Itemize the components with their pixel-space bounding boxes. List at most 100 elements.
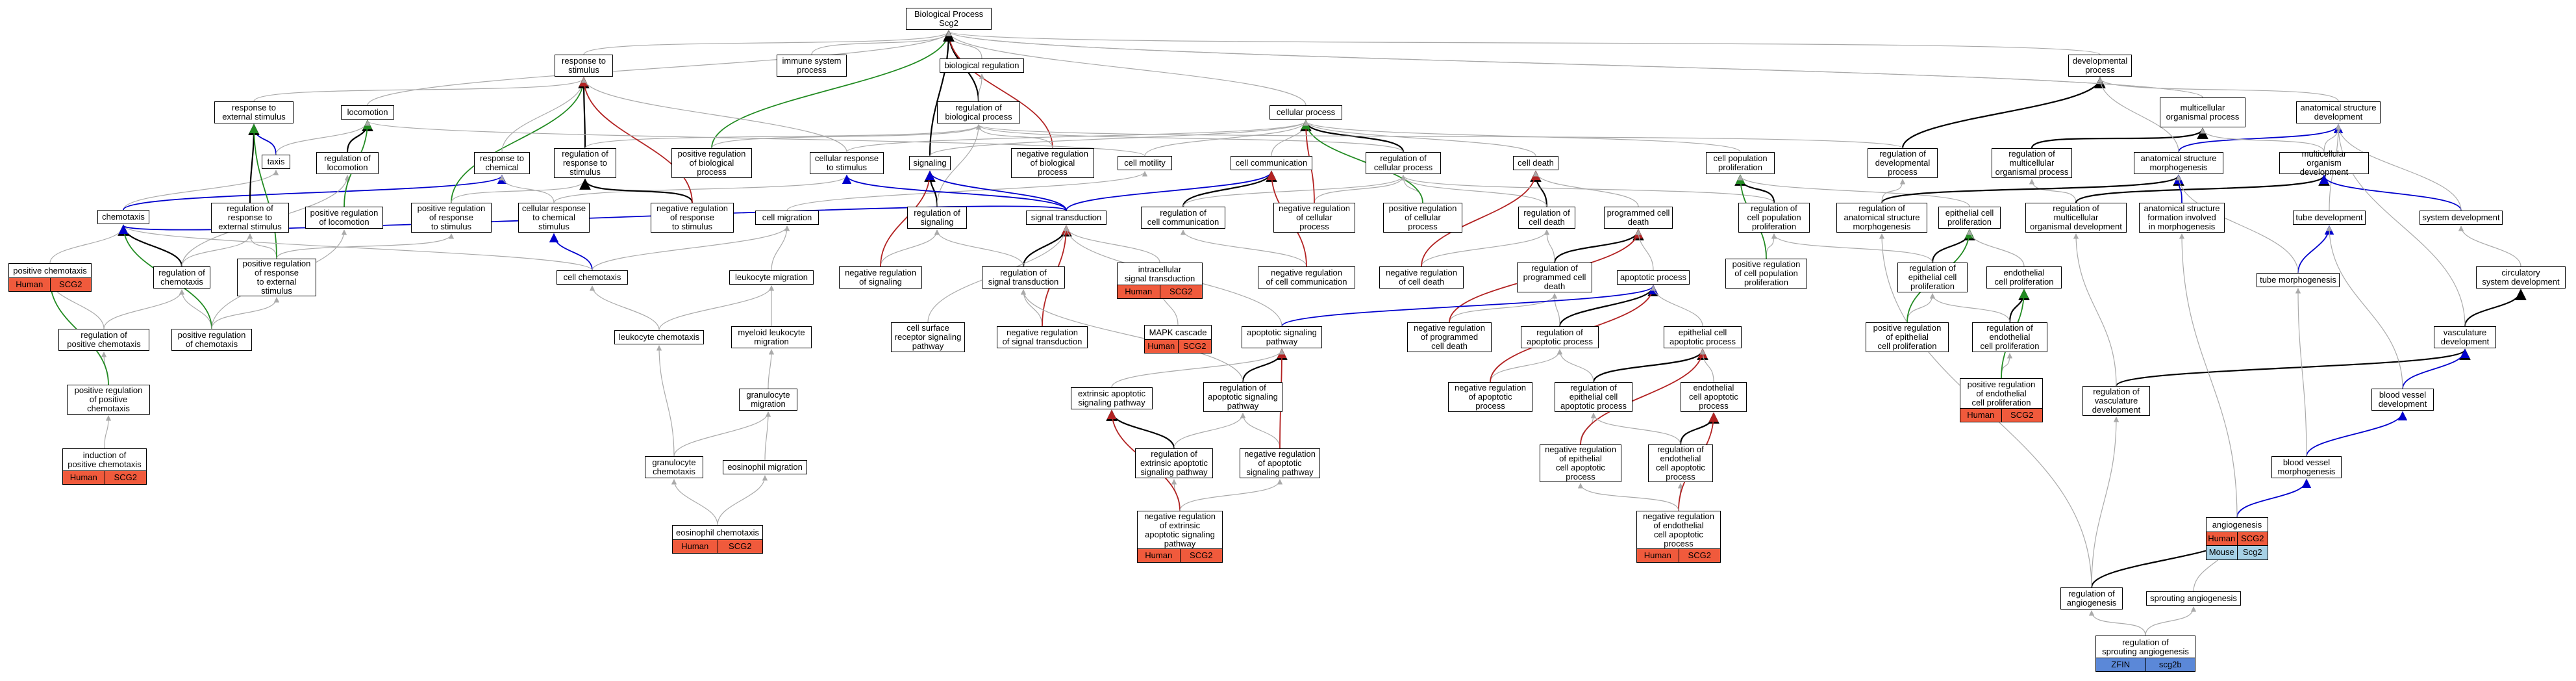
node-multicellular-organism-development[interactable]: multicellular organism development [2279, 149, 2369, 177]
node-negative-regulation-of-signal-transduction[interactable]: negative regulation of signal transducti… [997, 326, 1088, 348]
node-system-development[interactable]: system development [2420, 211, 2503, 225]
node-response-to-external-stimulus[interactable]: response to external stimulus [214, 101, 294, 123]
node-negative-regulation-of-cell-communication[interactable]: negative regulation of cell communicatio… [1258, 266, 1355, 289]
node-regulation-of-angiogenesis[interactable]: regulation of angiogenesis [2060, 587, 2123, 610]
node-apoptotic-process[interactable]: apoptotic process [1617, 270, 1690, 285]
node-negative-regulation-of-response-to-stimulus[interactable]: negative regulation of response to stimu… [651, 203, 734, 233]
node-regulation-of-response-to-external-stimulus[interactable]: regulation of response to external stimu… [211, 203, 289, 233]
node-vasculature-development[interactable]: vasculature development [2434, 326, 2496, 348]
node-regulation-of-endothelial-cell-apoptotic-process[interactable]: regulation of endothelial cell apoptotic… [1648, 444, 1713, 482]
node-eosinophil-chemotaxis[interactable]: eosinophil chemotaxis [672, 525, 763, 539]
node-negative-regulation-of-cellular-process[interactable]: negative regulation of cellular process [1273, 203, 1355, 233]
node-endothelial-cell-apoptotic-process[interactable]: endothelial cell apoptotic process [1681, 382, 1747, 412]
node-positive-regulation-of-epithelial-cell-proliferation[interactable]: positive regulation of epithelial cell p… [1866, 322, 1949, 352]
node-cell-chemotaxis[interactable]: cell chemotaxis [556, 270, 628, 285]
node-tube-development[interactable]: tube development [2293, 211, 2366, 225]
node-regulation-of-epithelial-cell-apoptotic-process[interactable]: regulation of epithelial cell apoptotic … [1555, 382, 1632, 412]
node-regulation-of-locomotion[interactable]: regulation of locomotion [316, 152, 379, 174]
node-regulation-of-response-to-stimulus[interactable]: regulation of response to stimulus [554, 148, 616, 178]
node-positive-chemotaxis[interactable]: positive chemotaxis [8, 263, 92, 277]
node-anatomical-structure-morphogenesis[interactable]: anatomical structure morphogenesis [2134, 152, 2223, 174]
node-tube-morphogenesis[interactable]: tube morphogenesis [2257, 273, 2340, 287]
node-regulation-of-cell-communication[interactable]: regulation of cell communication [1141, 207, 1225, 229]
node-regulation-of-cell-death[interactable]: regulation of cell death [1518, 207, 1575, 229]
node-cellular-response-to-stimulus[interactable]: cellular response to stimulus [810, 152, 884, 174]
node-regulation-of-sprouting-angiogenesis[interactable]: regulation of sprouting angiogenesis [2095, 636, 2195, 658]
node-chemotaxis[interactable]: chemotaxis [97, 210, 149, 224]
node-negative-regulation-of-apoptotic-process[interactable]: negative regulation of apoptotic process [1448, 382, 1532, 412]
node-endothelial-cell-proliferation[interactable]: endothelial cell proliferation [1986, 266, 2062, 289]
node-negative-regulation-of-extrinsic-apoptotic-signaling-pathway[interactable]: negative regulation of extrinsic apoptot… [1137, 511, 1223, 548]
node-positive-regulation-of-response-to-external-stimulus[interactable]: positive regulation of response to exter… [237, 259, 316, 296]
node-locomotion[interactable]: locomotion [341, 105, 394, 120]
node-response-to-stimulus[interactable]: response to stimulus [555, 55, 613, 77]
node-positive-regulation-of-chemotaxis[interactable]: positive regulation of chemotaxis [171, 329, 252, 351]
node-sprouting-angiogenesis[interactable]: sprouting angiogenesis [2146, 591, 2241, 606]
node-regulation-of-endothelial-cell-proliferation[interactable]: regulation of endothelial cell prolifera… [1972, 322, 2047, 352]
node-granulocyte-migration[interactable]: granulocyte migration [739, 389, 797, 411]
node-positive-regulation-of-positive-chemotaxis[interactable]: positive regulation of positive chemotax… [67, 385, 150, 415]
node-multicellular-organismal-process[interactable]: multicellular organismal process [2160, 97, 2245, 127]
node-negative-regulation-of-biological-process[interactable]: negative regulation of biological proces… [1011, 148, 1094, 178]
node-cellular-process[interactable]: cellular process [1269, 105, 1342, 120]
node-cell-surface-receptor-signaling-pathway[interactable]: cell surface receptor signaling pathway [891, 322, 965, 352]
node-myeloid-leukocyte-migration[interactable]: myeloid leukocyte migration [731, 326, 812, 348]
node-circulatory-system-development[interactable]: circulatory system development [2476, 266, 2566, 289]
node-negative-regulation-of-signaling[interactable]: negative regulation of signaling [839, 266, 922, 289]
node-biological-regulation[interactable]: biological regulation [940, 58, 1024, 73]
node-cell-communication[interactable]: cell communication [1231, 156, 1312, 170]
node-taxis[interactable]: taxis [262, 155, 290, 169]
node-regulation-of-vasculature-development[interactable]: regulation of vasculature development [2082, 386, 2150, 416]
node-regulation-of-chemotaxis[interactable]: regulation of chemotaxis [153, 266, 210, 289]
node-positive-regulation-of-endothelial-cell-proliferation[interactable]: positive regulation of endothelial cell … [1960, 378, 2043, 408]
node-leukocyte-migration[interactable]: leukocyte migration [729, 270, 814, 285]
node-regulation-of-epithelial-cell-proliferation[interactable]: regulation of epithelial cell proliferat… [1897, 263, 1968, 292]
node-regulation-of-apoptotic-signaling-pathway[interactable]: regulation of apoptotic signaling pathwa… [1203, 382, 1282, 412]
node-biological-process[interactable]: Biological Process Scg2 [906, 8, 992, 30]
node-eosinophil-migration[interactable]: eosinophil migration [723, 460, 807, 474]
node-regulation-of-signaling[interactable]: regulation of signaling [907, 207, 967, 229]
node-regulation-of-cellular-process[interactable]: regulation of cellular process [1366, 152, 1441, 174]
node-anatomical-structure-development[interactable]: anatomical structure development [2296, 101, 2381, 123]
node-positive-regulation-of-biological-process[interactable]: positive regulation of biological proces… [671, 148, 752, 178]
node-regulation-of-extrinsic-apoptotic-signaling-pathway[interactable]: regulation of extrinsic apoptotic signal… [1135, 448, 1213, 478]
node-cell-population-proliferation[interactable]: cell population proliferation [1706, 152, 1775, 174]
node-cellular-response-to-chemical-stimulus[interactable]: cellular response to chemical stimulus [518, 203, 590, 233]
node-positive-regulation-of-cell-population-proliferation[interactable]: positive regulation of cell population p… [1725, 259, 1807, 289]
node-regulation-of-anatomical-structure-morphogenesis[interactable]: regulation of anatomical structure morph… [1836, 203, 1927, 233]
node-epithelial-cell-apoptotic-process[interactable]: epithelial cell apoptotic process [1664, 326, 1742, 348]
node-regulation-of-developmental-process[interactable]: regulation of developmental process [1868, 148, 1938, 178]
node-negative-regulation-of-endothelial-cell-apoptotic-process[interactable]: negative regulation of endothelial cell … [1636, 511, 1721, 548]
node-immune-system-process[interactable]: immune system process [777, 55, 847, 77]
node-apoptotic-signaling-pathway[interactable]: apoptotic signaling pathway [1242, 326, 1322, 348]
node-positive-regulation-of-locomotion[interactable]: positive regulation of locomotion [305, 207, 383, 229]
node-regulation-of-multicellular-organismal-process[interactable]: regulation of multicellular organismal p… [1992, 148, 2072, 178]
node-angiogenesis[interactable]: angiogenesis [2206, 517, 2268, 532]
node-regulation-of-multicellular-organismal-development[interactable]: regulation of multicellular organismal d… [2025, 203, 2127, 233]
node-signal-transduction[interactable]: signal transduction [1026, 211, 1107, 225]
node-positive-regulation-of-cellular-process[interactable]: positive regulation of cellular process [1383, 203, 1462, 233]
node-response-to-chemical[interactable]: response to chemical [474, 152, 530, 174]
node-regulation-of-programmed-cell-death[interactable]: regulation of programmed cell death [1517, 263, 1592, 292]
node-negative-regulation-of-programmed-cell-death[interactable]: negative regulation of programmed cell d… [1407, 322, 1492, 352]
node-leukocyte-chemotaxis[interactable]: leukocyte chemotaxis [614, 330, 704, 344]
node-blood-vessel-development[interactable]: blood vessel development [2371, 389, 2434, 411]
node-positive-regulation-of-response-to-stimulus[interactable]: positive regulation of response to stimu… [411, 203, 492, 233]
node-developmental-process[interactable]: developmental process [2068, 55, 2132, 77]
node-regulation-of-biological-process[interactable]: regulation of biological process [937, 101, 1020, 123]
node-cell-death[interactable]: cell death [1513, 156, 1558, 170]
node-negative-regulation-of-apoptotic-signaling-pathway[interactable]: negative regulation of apoptotic signali… [1240, 448, 1320, 478]
node-regulation-of-positive-chemotaxis[interactable]: regulation of positive chemotaxis [58, 329, 149, 351]
node-intracellular-signal-transduction[interactable]: intracellular signal transduction [1117, 263, 1203, 285]
node-extrinsic-apoptotic-signaling-pathway[interactable]: extrinsic apoptotic signaling pathway [1071, 387, 1153, 409]
node-programmed-cell-death[interactable]: programmed cell death [1604, 207, 1673, 229]
node-negative-regulation-of-cell-death[interactable]: negative regulation of cell death [1379, 266, 1464, 289]
node-anatomical-structure-formation[interactable]: anatomical structure formation involved … [2139, 203, 2225, 233]
node-cell-migration[interactable]: cell migration [755, 211, 819, 225]
node-negative-regulation-of-epithelial-cell-apoptotic-process[interactable]: negative regulation of epithelial cell a… [1540, 444, 1621, 482]
node-mapk-cascade[interactable]: MAPK cascade [1144, 325, 1212, 339]
node-induction-of-positive-chemotaxis[interactable]: induction of positive chemotaxis [62, 448, 147, 470]
node-blood-vessel-morphogenesis[interactable]: blood vessel morphogenesis [2271, 456, 2342, 478]
node-cell-motility[interactable]: cell motility [1118, 156, 1172, 170]
node-granulocyte-chemotaxis[interactable]: granulocyte chemotaxis [645, 456, 703, 478]
